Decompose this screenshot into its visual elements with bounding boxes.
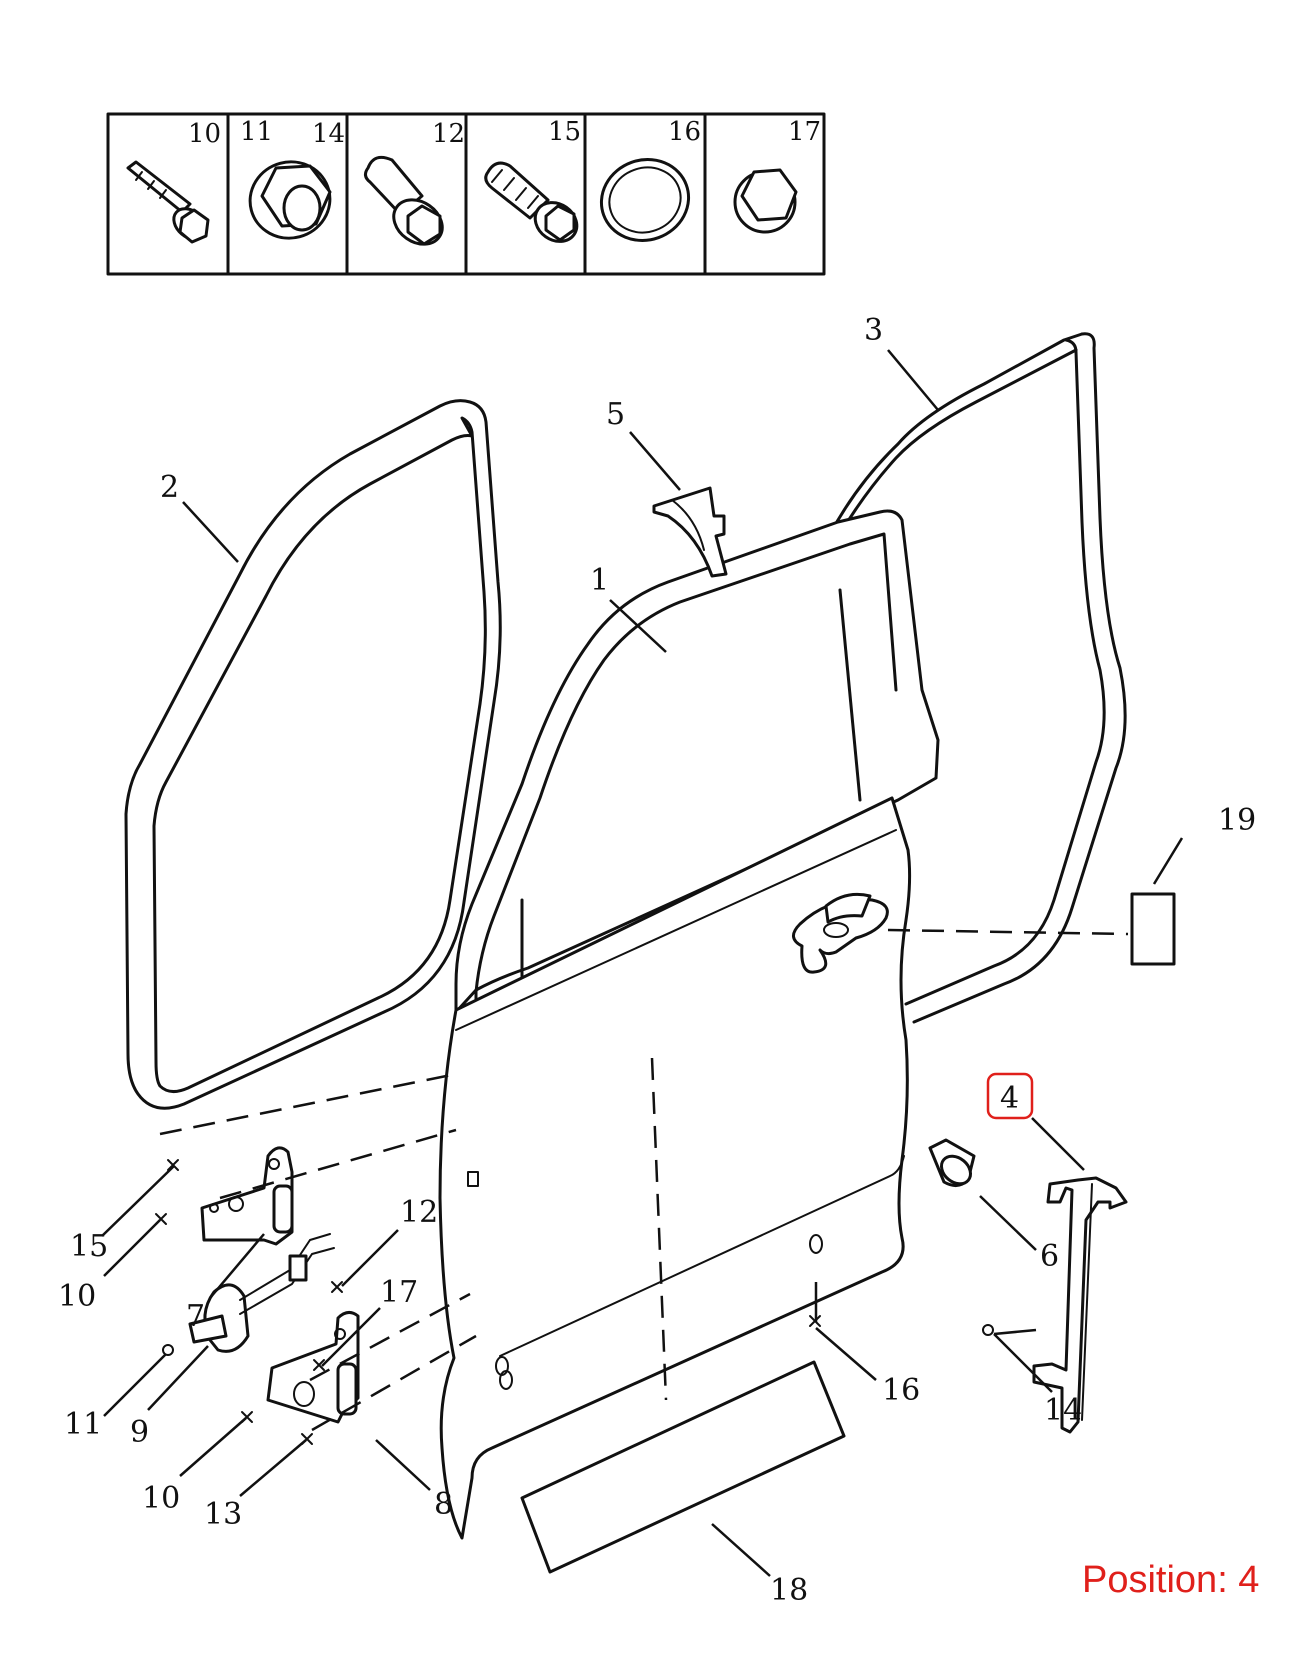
- callout-5: 5: [606, 397, 625, 432]
- callout-6: 6: [1040, 1239, 1059, 1274]
- door-check-9: [188, 1233, 335, 1353]
- callout-13: 13: [204, 1497, 242, 1532]
- legend-label-17: 17: [788, 117, 821, 147]
- cap-nut-icon: [733, 168, 798, 234]
- protective-film-18: [520, 1360, 846, 1574]
- callout-7: 7: [186, 1299, 205, 1334]
- legend-label-12: 12: [432, 119, 465, 149]
- callout-12: 12: [400, 1195, 438, 1230]
- leader-lines: [101, 349, 1184, 1577]
- callout-16: 16: [882, 1373, 920, 1408]
- callout-3: 3: [864, 313, 883, 348]
- door-weatherstrip-2: [124, 399, 502, 1110]
- front-door-shell: [438, 509, 940, 1540]
- callout-19: 19: [1218, 803, 1256, 838]
- legend-label-10: 10: [188, 119, 221, 149]
- flange-bolt-icon: [126, 160, 210, 244]
- legend-label-14: 14: [312, 119, 345, 149]
- shoulder-bolt-icon: [363, 155, 444, 246]
- fastener-legend-table: 10 11 14 12 15 16 17: [106, 112, 826, 276]
- callout-1: 1: [590, 563, 609, 598]
- window-channel-4: [1032, 1176, 1128, 1434]
- legend-label-11: 11: [240, 117, 273, 147]
- callout-10-upper: 10: [58, 1279, 96, 1314]
- legend-label-15: 15: [548, 117, 581, 147]
- callout-9: 9: [130, 1415, 149, 1450]
- callout-8: 8: [434, 1487, 453, 1522]
- flange-nut-icon: [248, 160, 332, 240]
- upper-hinge-7: [200, 1146, 294, 1246]
- door-garnish-5: [652, 486, 728, 578]
- callout-11: 11: [64, 1407, 102, 1442]
- callout-10-lower: 10: [142, 1481, 180, 1516]
- position-label: Position: 4: [1082, 1559, 1259, 1601]
- callout-14: 14: [1044, 1393, 1082, 1428]
- callout-15: 15: [70, 1229, 108, 1264]
- legend-label-16: 16: [668, 117, 701, 147]
- seal-ring-icon: [599, 158, 691, 242]
- highlight-box-4: [986, 1072, 1034, 1120]
- callout-18: 18: [770, 1573, 808, 1608]
- label-plate-19: [1130, 892, 1176, 966]
- callout-17: 17: [380, 1275, 418, 1310]
- callout-4: 4: [1000, 1081, 1019, 1116]
- threaded-bolt-icon: [484, 161, 579, 243]
- callout-2: 2: [160, 470, 179, 505]
- plug-6: [928, 1138, 976, 1187]
- door-handle-icon: [792, 892, 889, 974]
- lower-hinge-8: [266, 1311, 360, 1424]
